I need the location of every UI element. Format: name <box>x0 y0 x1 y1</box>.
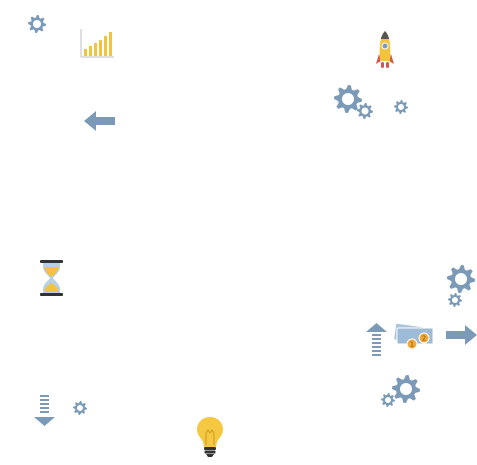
arrow-up-icon <box>366 323 387 356</box>
gears-pair-icon <box>445 264 477 310</box>
bar-chart-icon <box>80 29 115 59</box>
arrow-right-icon <box>445 325 477 345</box>
gear-shape <box>381 393 395 407</box>
gear-shape <box>334 85 362 113</box>
gear-icon <box>72 400 88 416</box>
gear-shape <box>28 15 46 33</box>
rocket-icon <box>375 30 395 70</box>
money-icon: 1 2 <box>393 323 437 351</box>
arrow-down-icon <box>34 395 55 427</box>
gear-shape <box>394 100 408 114</box>
gears-cluster-icon <box>333 84 413 122</box>
coin-label: 2 <box>422 335 426 343</box>
coin-label: 1 <box>410 341 414 349</box>
gears-pair-icon <box>379 373 423 409</box>
lightbulb-icon <box>195 416 225 458</box>
arrow-left-icon <box>84 111 116 131</box>
gear-shape <box>448 293 462 307</box>
hourglass-icon <box>40 260 63 296</box>
gear-shape <box>73 401 87 415</box>
gear-shape <box>447 265 475 293</box>
gear-icon <box>27 14 47 34</box>
gear-shape <box>357 103 373 119</box>
gear-shape <box>392 375 420 403</box>
